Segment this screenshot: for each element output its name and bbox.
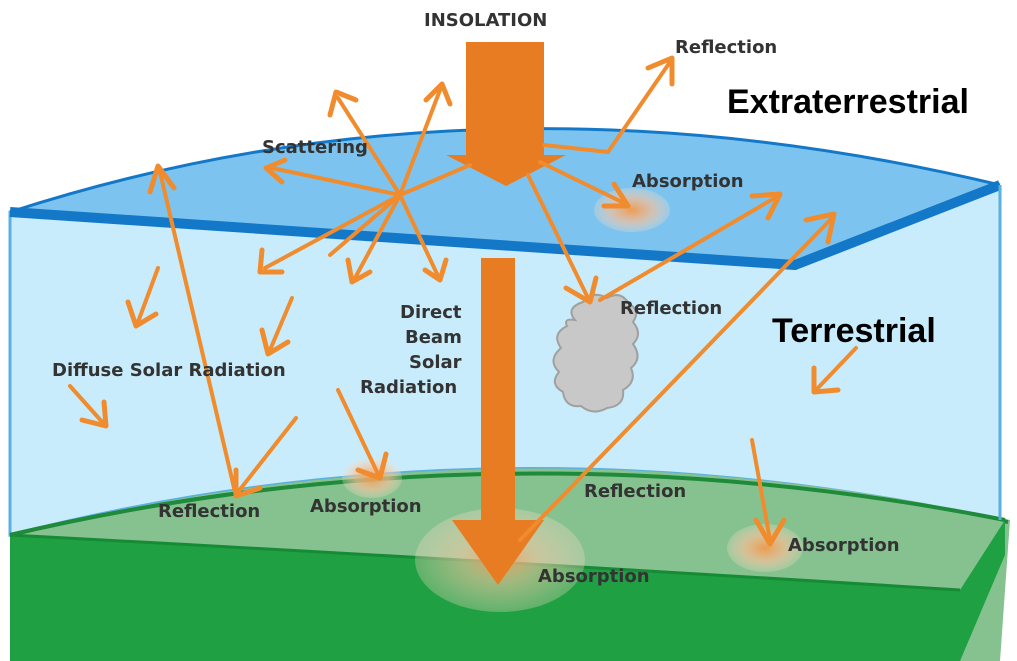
reflection-ground-left-label: Reflection bbox=[158, 501, 260, 522]
cloud-icon bbox=[552, 293, 639, 413]
reflection-top-arrow bbox=[542, 55, 675, 154]
direct-beam-label-2: Beam bbox=[405, 327, 462, 348]
cloud-arrow bbox=[526, 173, 599, 305]
absorption-ground-left-label: Absorption bbox=[310, 496, 422, 517]
absorption-ground-center-label: Absorption bbox=[538, 566, 650, 587]
scattering-arrows bbox=[257, 81, 472, 285]
absorption-upper-label: Absorption bbox=[632, 171, 744, 192]
absorption-upper-arrow bbox=[538, 160, 631, 209]
direct-beam-label-1: Direct bbox=[400, 302, 462, 323]
absorption-ground-right-label: Absorption bbox=[788, 535, 900, 556]
diffuse-arrows bbox=[68, 266, 858, 547]
direct-beam-label-4: Radiation bbox=[360, 377, 457, 398]
terrestrial-label: Terrestrial bbox=[772, 312, 936, 350]
diffuse-solar-radiation-label: Diffuse Solar Radiation bbox=[52, 360, 286, 381]
reflection-top-label: Reflection bbox=[675, 37, 777, 58]
scattering-label: Scattering bbox=[262, 137, 368, 158]
insolation-label: INSOLATION bbox=[424, 10, 547, 31]
direct-beam-label-3: Solar bbox=[409, 352, 462, 373]
ground-reflection-arrow bbox=[518, 211, 837, 542]
extraterrestrial-label: Extraterrestrial bbox=[727, 83, 969, 121]
cloud-reflection-arrow bbox=[598, 191, 783, 302]
reflection-ground-mid-label: Reflection bbox=[584, 481, 686, 502]
absorption-glow-ground-right bbox=[727, 524, 803, 572]
reflection-cloud-label: Reflection bbox=[620, 298, 722, 319]
left-reflection-long-arrow bbox=[147, 163, 237, 494]
extraterrestrial-layer bbox=[9, 127, 1002, 520]
